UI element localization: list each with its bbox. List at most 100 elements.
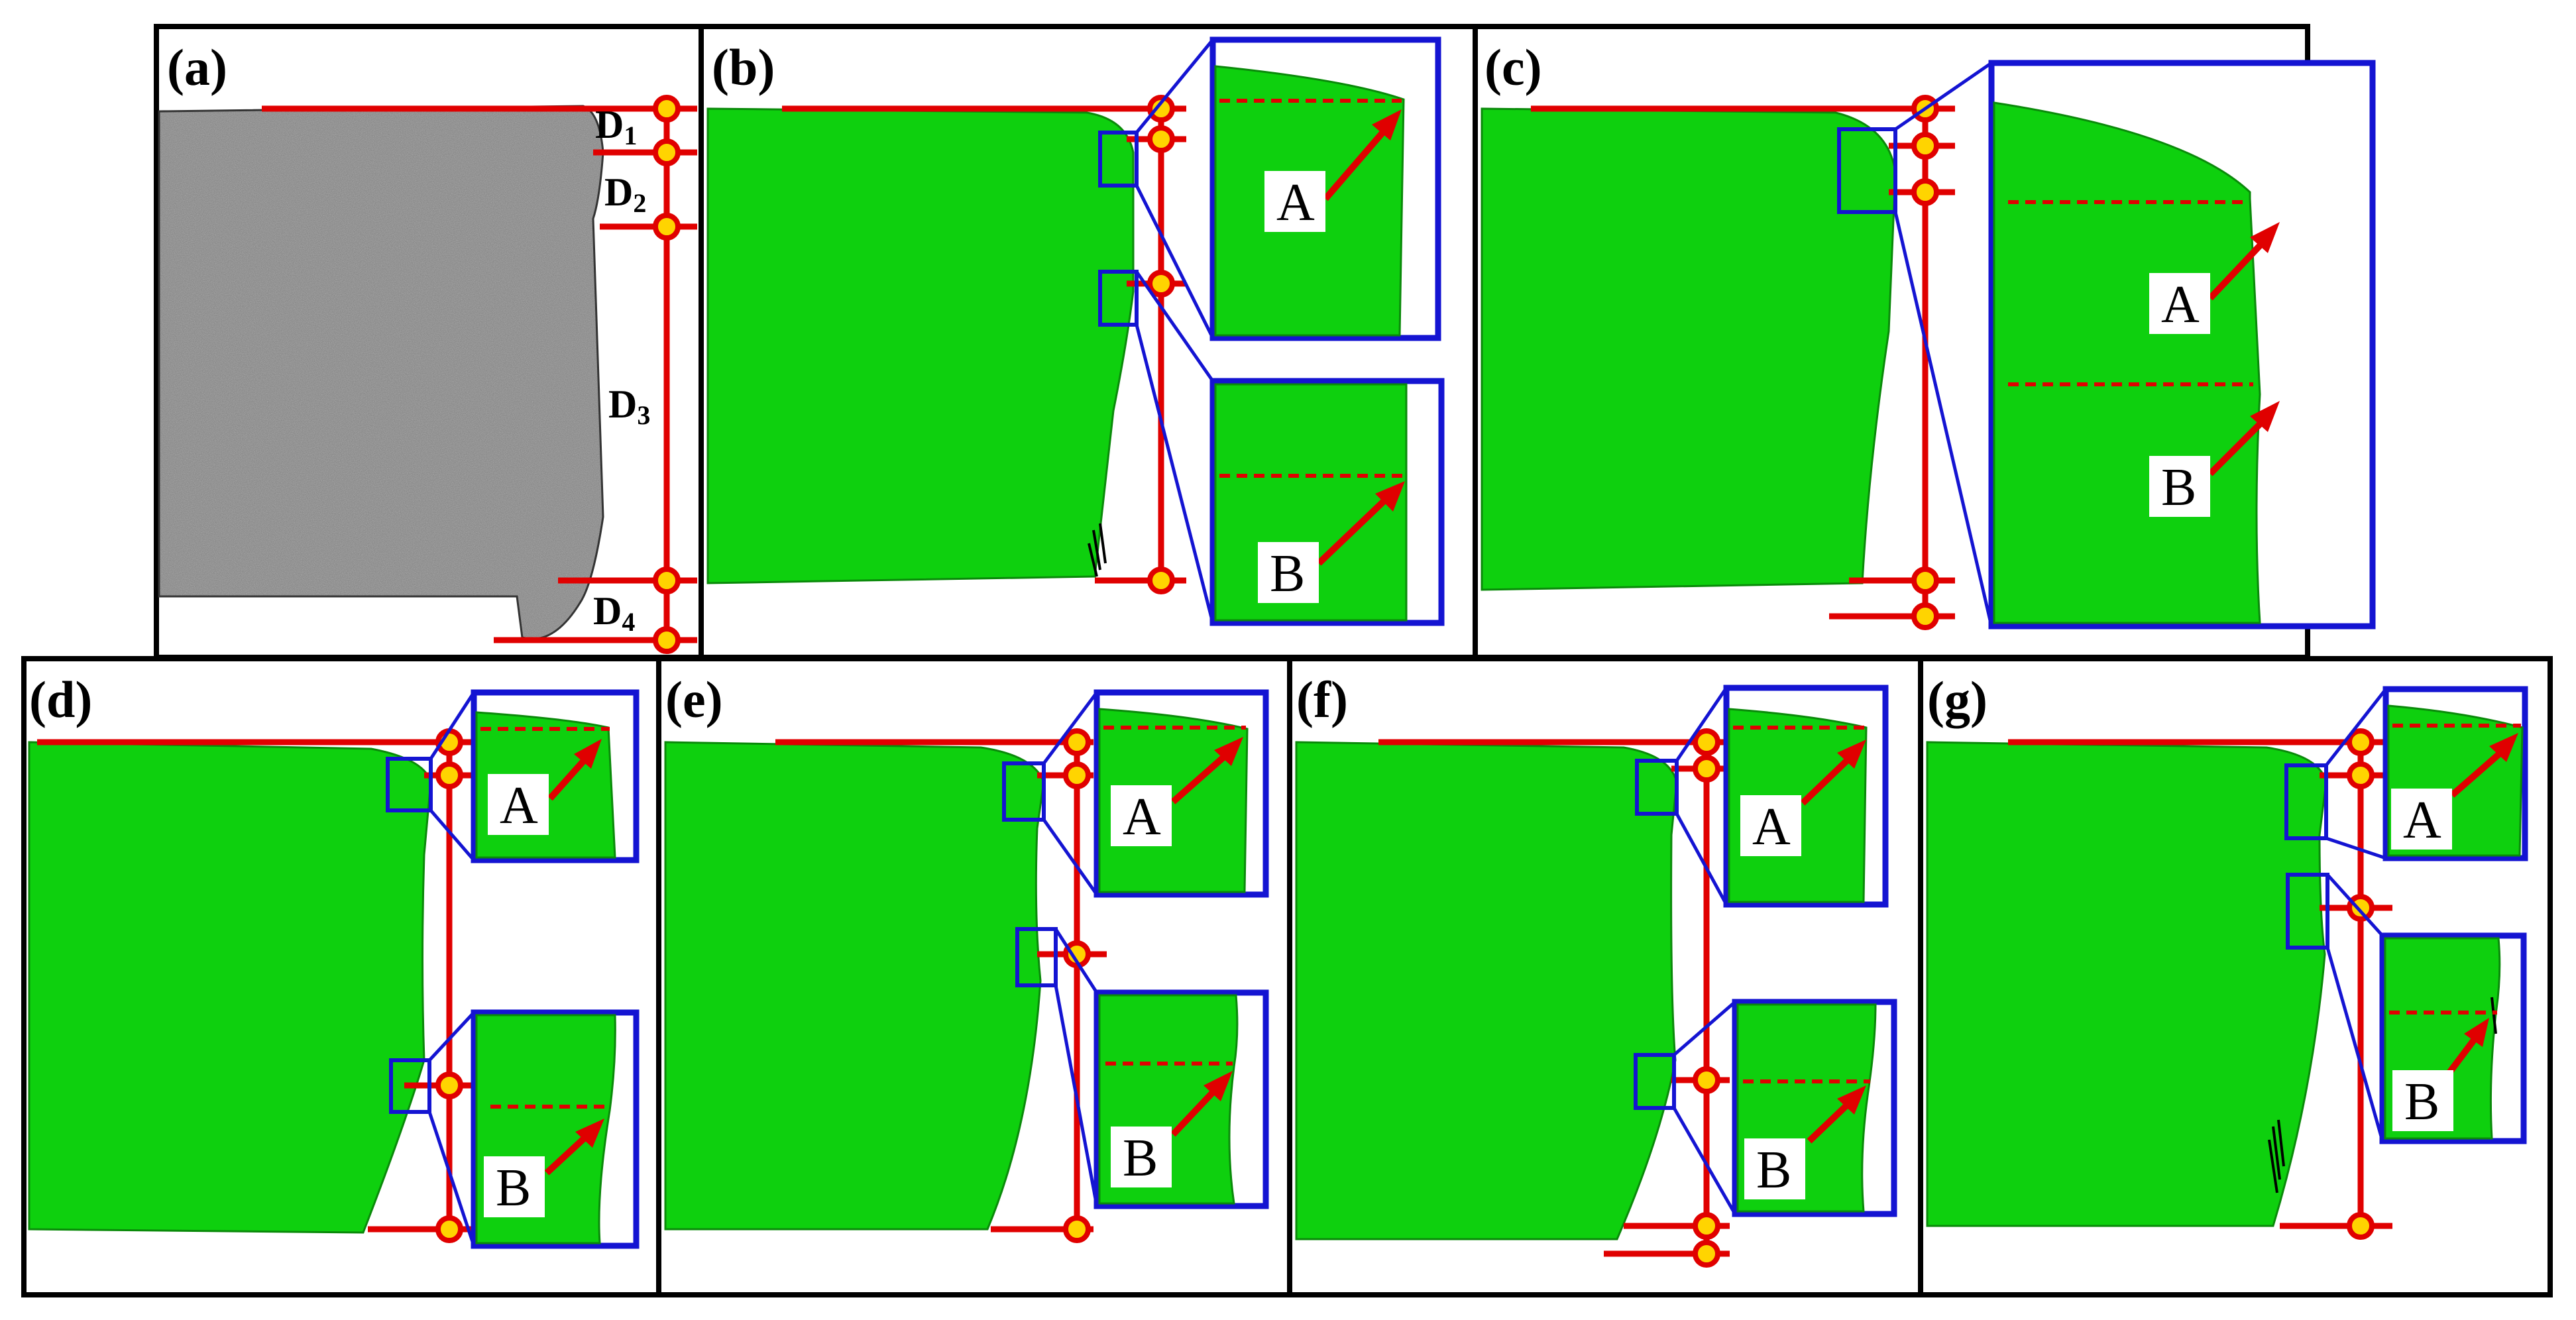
panel-f-inset-a-arrow: [1800, 753, 1855, 806]
panel-f-callout-b-box: [1744, 1138, 1805, 1199]
panel-f-zoom-link-a2: [1675, 812, 1728, 906]
panel-b-crack-marks: [1088, 523, 1107, 577]
panel-g-blade-profile: [1926, 741, 2327, 1227]
panel-e-node-2: [1063, 761, 1091, 789]
panel-b-callout-a: A: [1276, 174, 1315, 232]
panel-f-node-2: [1693, 755, 1720, 783]
panel-g-zoom-link-a2: [2325, 836, 2386, 860]
panel-d-zoom-link-a1: [429, 691, 476, 760]
panel-d-node-4: [435, 1215, 463, 1243]
panel-c-node-3: [1911, 178, 1939, 206]
panel-e-node-1: [1063, 728, 1091, 756]
panel-d-node-2: [435, 761, 463, 789]
panel-d-zoom-source-a: [386, 757, 433, 812]
panel-c-node-4: [1911, 567, 1939, 594]
panel-g-inset-a-arrowhead: [2489, 733, 2518, 762]
panel-b-node-4: [1147, 567, 1175, 594]
panel-d-blade-profile: [28, 741, 432, 1234]
panel-e-inset-a-arrow: [1170, 749, 1232, 804]
panel-f-node-3: [1693, 1066, 1720, 1094]
panel-f-zoom-source-a: [1635, 759, 1679, 816]
panel-g: (g) A B: [1918, 656, 2553, 1297]
panel-e-callout-b: B: [1123, 1129, 1158, 1187]
panel-b-blade-profile: [706, 107, 1135, 584]
panel-f-zoom-source-b: [1634, 1053, 1676, 1110]
panel-b-callout-b-box: [1258, 542, 1319, 603]
panel-c-inset-arrowhead-b: [2250, 401, 2280, 432]
panel-c-inset-arrow-b: [2208, 415, 2269, 476]
panel-c-node-5: [1911, 602, 1939, 630]
panel-f-zoom-link-b2: [1672, 1107, 1737, 1215]
panel-e-zoom-source-b: [1015, 927, 1058, 987]
panel-f-node-1: [1693, 728, 1720, 756]
panel-d: (d) A B: [21, 656, 661, 1297]
panel-a-node-2: [653, 138, 681, 166]
panel-d-node-3: [435, 1072, 463, 1099]
panel-c-blade-profile: [1481, 107, 1897, 591]
panel-c-inset-arrowhead-a: [2250, 222, 2280, 253]
panel-b: (b) A B: [699, 24, 1478, 660]
panel-d-inset-b-arrowhead: [575, 1119, 604, 1148]
panel-f-callout-a-box: [1740, 795, 1801, 856]
panel-a-node-1: [653, 95, 681, 123]
panel-g-node-2: [2347, 761, 2375, 789]
panel-e-callout-a: A: [1123, 788, 1161, 846]
panel-f: (f) A B: [1287, 656, 1923, 1297]
panel-b-node-2: [1147, 125, 1175, 153]
panel-d-label: (d): [29, 671, 92, 728]
panel-d-zoom-link-a2: [429, 809, 475, 861]
panel-d-zoom-source-b: [389, 1058, 431, 1114]
panel-c-callout-b-box: [2149, 456, 2210, 517]
panel-a-label-d2: D2: [604, 170, 646, 218]
panel-d-zoom-link-b1: [428, 1011, 475, 1062]
panel-e-callout-a-box: [1111, 785, 1172, 846]
panel-a: (a) D1 D2 D3 D4: [154, 24, 704, 660]
panel-e-node-4: [1063, 1215, 1091, 1243]
panel-b-callout-b: B: [1270, 545, 1305, 603]
panel-g-crack-marks: [2268, 1119, 2285, 1193]
panel-e-zoom-link-b2: [1054, 985, 1099, 1207]
panel-f-inset-a-arrowhead: [1837, 740, 1866, 769]
panel-c-zoom-link-2: [1893, 211, 1993, 627]
panel-d-callout-a: A: [500, 777, 538, 835]
panel-b-zoom-source-b: [1098, 270, 1139, 327]
panel-d-inset-a-arrowhead: [574, 739, 602, 769]
panel-d-callout-b-box: [484, 1156, 545, 1217]
panel-e-inset-b-arrowhead: [1204, 1071, 1233, 1101]
panel-b-inset-a-arrow: [1323, 123, 1391, 201]
panel-e-inset-b-arrow: [1170, 1084, 1221, 1137]
panel-e-zoom-source-a: [1002, 761, 1046, 822]
panel-b-label: (b): [712, 38, 775, 96]
panel-f-inset-b-arrow: [1807, 1097, 1855, 1144]
panel-d-zoom-link-b2: [427, 1111, 476, 1246]
panel-c-callout-b: B: [2161, 459, 2196, 517]
panel-e-inset-a-arrowhead: [1214, 737, 1243, 766]
panel-e-zoom-link-a2: [1042, 818, 1099, 896]
panel-e: (e) A B: [656, 656, 1292, 1297]
panel-c-inset-arrow-a: [2208, 236, 2269, 301]
panel-b-node-1: [1147, 95, 1175, 123]
panel-e-zoom-link-b1: [1054, 928, 1099, 994]
panel-g-inset-b-arrowhead: [2464, 1018, 2489, 1047]
panel-g-callout-b-box: [2392, 1070, 2453, 1131]
panel-c: (c) A B: [1473, 24, 2376, 660]
panel-c-callout-a: A: [2161, 276, 2200, 334]
panel-b-zoom-link-a2: [1135, 184, 1215, 339]
panel-g-zoom-link-b2: [2325, 947, 2384, 1142]
panel-e-label: (e): [665, 671, 723, 728]
panel-f-label: (f): [1296, 671, 1348, 728]
panel-a-label-d1: D1: [595, 103, 637, 150]
panel-d-inset-a-arrow: [547, 753, 591, 801]
panel-g-inset-b-crack: [2491, 997, 2497, 1034]
panel-g-zoom-link-a1: [2325, 688, 2387, 767]
panel-g-callout-a-box: [2391, 789, 2452, 850]
panel-c-zoom-link-1: [1894, 61, 1993, 131]
panel-a-label-d3: D3: [608, 382, 650, 430]
panel-g-zoom-link-b1: [2326, 873, 2384, 937]
panel-f-callout-a: A: [1752, 798, 1791, 856]
panel-c-callout-a-box: [2149, 273, 2210, 334]
panel-b-zoom-link-b2: [1135, 324, 1215, 624]
panel-a-label: (a): [167, 38, 227, 96]
panel-g-node-1: [2347, 728, 2375, 756]
